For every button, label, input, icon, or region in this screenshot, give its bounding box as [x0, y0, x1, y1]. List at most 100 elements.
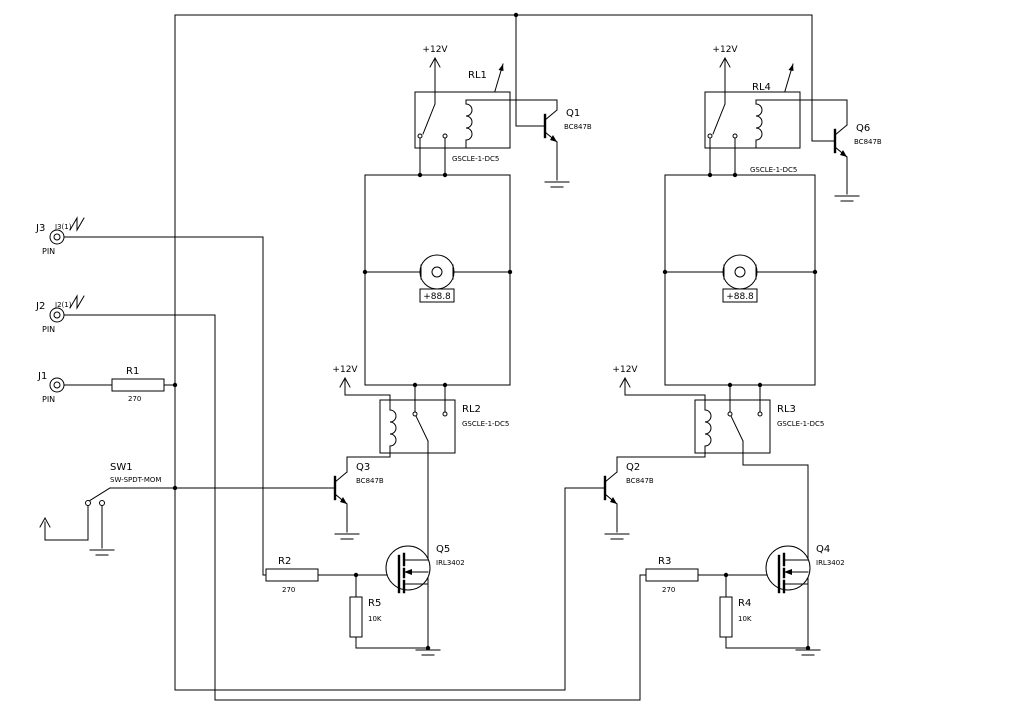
wire-motor2-frame [664, 174, 816, 386]
j3-pin-label: J3(1) [54, 223, 72, 231]
transistor-q3[interactable]: Q3 BC847B [333, 462, 384, 505]
wire-motor-to-relay-bottom [414, 384, 761, 401]
q3-emitter-arrow-icon [340, 497, 347, 504]
motor-1[interactable]: +88.8 [419, 254, 455, 303]
q3-name: Q3 [356, 462, 370, 473]
resistor-r1[interactable]: R1 270 [111, 366, 165, 403]
relay-rl2[interactable]: RL2 GSCLE-1-DC5 [379, 399, 509, 454]
wire-network [44, 14, 848, 701]
p12v-symbol-4[interactable]: +12V [612, 365, 638, 388]
q4-body-arrow-icon [784, 569, 792, 575]
rl2-name: RL2 [462, 404, 481, 415]
p12v-symbol-3[interactable]: +12V [332, 365, 358, 388]
up-arrow-icon [619, 376, 631, 388]
p12v-symbol-2[interactable]: +12V [712, 45, 738, 68]
wire-top-rail [174, 14, 836, 691]
wire-bottom-rail-1 [174, 487, 606, 691]
transistor-q2[interactable]: Q2 BC847B [603, 462, 654, 505]
p12v-label: +12V [612, 365, 638, 375]
relay-rl4[interactable]: RL4 GSCLE-1-DC5 [704, 63, 801, 174]
ground-icon-sw1 [89, 549, 115, 556]
wire-j3-to-r2 [63, 236, 400, 576]
up-arrow-icon [429, 56, 441, 68]
q6-value: BC847B [854, 138, 882, 146]
rl3-name: RL3 [777, 404, 796, 415]
wire-motor1-frame [364, 174, 511, 386]
j3-name: J3 [35, 223, 45, 234]
r2-value: 270 [282, 586, 295, 594]
ground-icon-q2 [604, 533, 630, 540]
transistor-q1[interactable]: Q1 BC847B [543, 108, 592, 143]
q6-name: Q6 [856, 123, 870, 134]
motor2-display: +88.8 [726, 292, 754, 302]
ground-icon-q6 [834, 195, 860, 202]
ground-icon-q5 [415, 649, 441, 656]
ground-icon-q1 [544, 181, 570, 188]
r4-name: R4 [738, 598, 751, 609]
resistor-r4[interactable]: R4 10K [719, 596, 752, 638]
q1-name: Q1 [566, 108, 580, 119]
wire-q1-collector-emitter [509, 99, 558, 181]
ground-icon-q4 [795, 649, 821, 656]
r1-value: 270 [128, 395, 141, 403]
motor1-display: +88.8 [423, 292, 451, 302]
resistor-r3[interactable]: R3 270 [645, 556, 699, 594]
j2-name: J2 [35, 301, 45, 312]
r5-value: 10K [368, 615, 382, 623]
wire-j2-to-r3 [63, 314, 782, 701]
rl1-coil [465, 99, 511, 149]
q4-value: IRL3402 [816, 559, 845, 567]
q2-name: Q2 [626, 462, 640, 473]
rl4-value: GSCLE-1-DC5 [750, 166, 797, 174]
p12v-label: +12V [712, 45, 738, 55]
q2-emitter-arrow-icon [610, 497, 617, 504]
mosfet-q5[interactable]: Q5 IRL3402 [385, 544, 465, 594]
relay-rl1[interactable]: RL1 GSCLE-1-DC5 [414, 63, 511, 163]
resistor-r5[interactable]: R5 10K [349, 596, 382, 638]
q5-name: Q5 [436, 544, 450, 555]
switch-sw1[interactable]: SW1 SW-SPDT-MOM [85, 462, 162, 506]
p12v-symbol-1[interactable]: +12V [422, 45, 448, 68]
j1-value: PIN [42, 395, 55, 404]
wire-q5-drain-source [355, 452, 429, 651]
wire-sw1-throws [44, 503, 103, 549]
r3-name: R3 [658, 556, 671, 567]
j2-pin-label: J2(1) [54, 301, 72, 309]
mosfet-q4[interactable]: Q4 IRL3402 [765, 544, 845, 594]
rl3-value: GSCLE-1-DC5 [777, 420, 824, 428]
up-arrow-icon [339, 376, 351, 388]
motor-2[interactable]: +88.8 [722, 254, 758, 303]
j2-value: PIN [42, 325, 55, 334]
connector-j1[interactable]: J1 PIN [37, 371, 65, 404]
sw1-name: SW1 [110, 462, 133, 473]
q1-emitter-arrow-icon [550, 135, 557, 142]
wire-relay-to-motor-top [419, 147, 736, 176]
r5-name: R5 [368, 598, 381, 609]
q5-body-arrow-icon [404, 569, 412, 575]
wire-p12v-rl2 [344, 377, 391, 401]
rl4-coil [755, 99, 801, 149]
waveform-icon [69, 294, 85, 310]
q4-name: Q4 [816, 544, 830, 555]
wire-q2-collector-emitter [616, 452, 706, 533]
r2-name: R2 [278, 556, 291, 567]
ground-symbols [89, 181, 860, 656]
up-arrow-icon [719, 56, 731, 68]
q3-value: BC847B [356, 477, 384, 485]
sw1-supply-arrow-icon [39, 516, 51, 528]
transistor-q6[interactable]: Q6 BC847B [833, 123, 882, 158]
connector-j2[interactable]: J2 J2(1) PIN [35, 294, 85, 334]
rl3-coil [704, 399, 712, 454]
p12v-label: +12V [422, 45, 448, 55]
q2-value: BC847B [626, 477, 654, 485]
resistor-r2[interactable]: R2 270 [265, 556, 319, 594]
r1-name: R1 [126, 366, 139, 377]
relay-rl3[interactable]: RL3 GSCLE-1-DC5 [694, 399, 824, 454]
rl2-coil [389, 399, 397, 454]
q6-emitter-arrow-icon [840, 150, 847, 157]
j1-name: J1 [37, 371, 47, 382]
rl1-value: GSCLE-1-DC5 [452, 155, 499, 163]
wire-q4-drain-source [725, 452, 809, 651]
connector-j3[interactable]: J3 J3(1) PIN [35, 216, 85, 256]
